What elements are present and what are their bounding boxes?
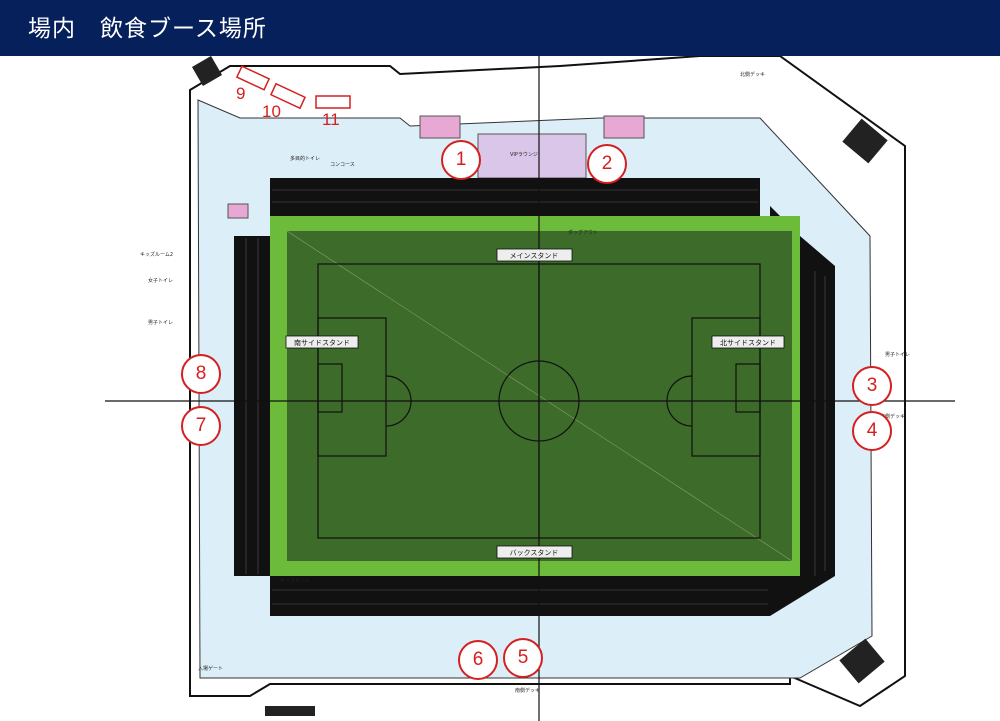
booth-marker-11: 11 (322, 110, 340, 129)
mens-toilet-label-east: 男子トイレ (885, 351, 910, 358)
concourse-label: コンコース (330, 162, 355, 168)
vip-lounge-label: VIPラウンジ (510, 151, 538, 158)
booth-rectangles-9-11 (235, 65, 351, 110)
vip-lounge (477, 133, 587, 179)
page-title: 場内 飲食ブース場所 (28, 16, 267, 42)
mens-toilet-label-west: 男子トイレ (148, 319, 173, 326)
room-pink-left (419, 115, 461, 139)
booth-marker-2: 2 (587, 144, 627, 184)
south-deck-label: 南側デッキ (515, 687, 540, 694)
booth-marker-4: 4 (852, 411, 892, 451)
room-pink-right (603, 115, 645, 139)
stadium-floorplan: メインスタンド バックスタンド 南サイドスタンド 北サイドスタンド コンコース … (105, 56, 955, 721)
booth-marker-10: 10 (262, 102, 281, 121)
booth-marker-9: 9 (236, 84, 246, 103)
south-stand-seating (234, 236, 270, 576)
seat-rows (245, 189, 826, 605)
womens-toilet-label-west: 女子トイレ (148, 277, 173, 284)
north-deck-label: 北側デッキ (740, 71, 765, 78)
stadium-map: メインスタンド バックスタンド 南サイドスタンド 北サイドスタンド コンコース … (0, 56, 1000, 721)
entry-gate-label: 入場ゲート (198, 665, 223, 672)
back-stand-label: バックスタンド (510, 548, 559, 557)
south-side-stand-label: 南サイドスタンド (294, 338, 350, 347)
booth-marker-8: 8 (181, 354, 221, 394)
north-side-stand-label: 北サイドスタンド (720, 338, 776, 347)
east-deck-label: 東側デッキ (880, 413, 905, 420)
room-pink-west (227, 203, 249, 219)
booth-marker-1: 1 (441, 140, 481, 180)
main-stand-seating (270, 178, 760, 216)
page-header: 場内 飲食ブース場所 (0, 0, 1000, 56)
booth-marker-7: 7 (181, 406, 221, 446)
back-stand-seating (270, 576, 770, 616)
multi-toilet-label: 多目的トイレ (290, 155, 320, 162)
booth-marker-3: 3 (852, 366, 892, 406)
main-stand-label: メインスタンド (510, 251, 559, 260)
dugout-label: ダッグアウト (568, 229, 598, 236)
stairs-blocks (191, 56, 888, 716)
booth-marker-6: 6 (458, 640, 498, 680)
kids-room-2-label: キッズルーム2 (140, 251, 173, 258)
kids-room-label: キッズルーム (280, 577, 310, 584)
booth-marker-5: 5 (503, 638, 543, 678)
